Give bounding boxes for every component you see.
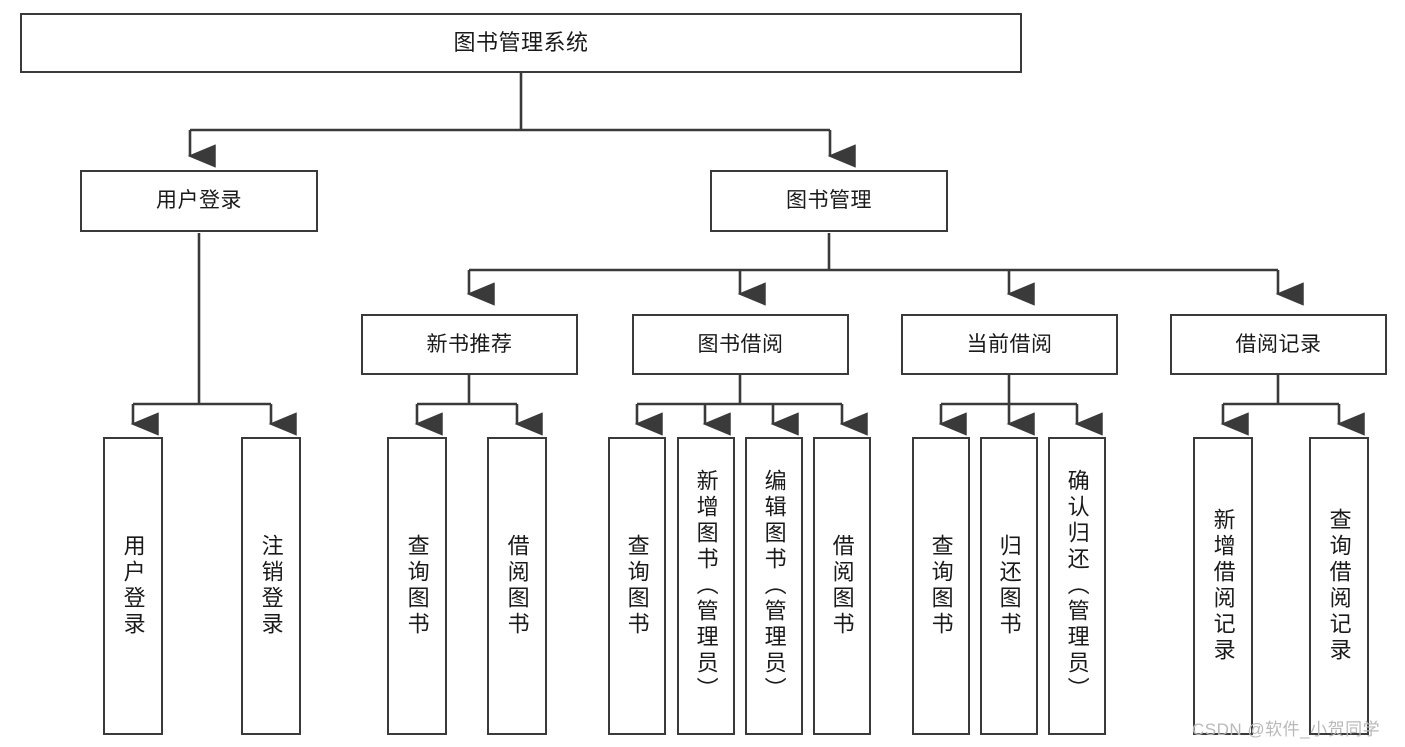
node-label: 图书借阅 — [697, 332, 784, 356]
node-label: 借阅图书 — [829, 534, 855, 638]
leaf-user-login-logout[interactable]: 注销登录 — [241, 437, 301, 735]
node-label: 新书推荐 — [426, 332, 513, 356]
leaf-current-query-book[interactable]: 查询图书 — [912, 437, 970, 735]
node-book-management[interactable]: 图书管理 — [710, 170, 948, 232]
node-label: 注销登录 — [258, 534, 284, 638]
leaf-current-confirm-return-admin[interactable]: 确认归还（管理员） — [1048, 437, 1106, 735]
node-label: 编辑图书（管理员） — [761, 469, 787, 703]
node-label: 借阅图书 — [504, 534, 530, 638]
node-user-login[interactable]: 用户登录 — [80, 170, 318, 232]
node-label: 用户登录 — [120, 534, 146, 638]
leaf-borrow-query-book[interactable]: 查询图书 — [608, 437, 666, 735]
node-label: 新增图书（管理员） — [693, 469, 719, 703]
node-label: 查询图书 — [624, 534, 650, 638]
leaf-record-query-record[interactable]: 查询借阅记录 — [1309, 437, 1369, 735]
node-label: 当前借阅 — [966, 332, 1053, 356]
node-label: 新增借阅记录 — [1210, 508, 1236, 664]
node-new-book-recommend[interactable]: 新书推荐 — [361, 314, 578, 375]
node-label: 用户登录 — [156, 189, 242, 213]
csdn-watermark: CSDN @软件_小贺同学 — [1192, 720, 1381, 739]
node-label: 借阅记录 — [1235, 332, 1322, 356]
node-current-borrow[interactable]: 当前借阅 — [901, 314, 1118, 375]
node-book-borrow[interactable]: 图书借阅 — [632, 314, 849, 375]
node-label: 图书管理 — [786, 189, 872, 213]
leaf-current-return-book[interactable]: 归还图书 — [980, 437, 1038, 735]
node-label: 图书管理系统 — [453, 29, 589, 55]
node-label: 查询借阅记录 — [1326, 508, 1352, 664]
node-label: 归还图书 — [996, 534, 1022, 638]
leaf-new-book-query[interactable]: 查询图书 — [387, 437, 447, 735]
node-label: 查询图书 — [404, 534, 430, 638]
leaf-new-book-borrow[interactable]: 借阅图书 — [487, 437, 547, 735]
leaf-borrow-add-book-admin[interactable]: 新增图书（管理员） — [677, 437, 735, 735]
node-label: 确认归还（管理员） — [1064, 469, 1090, 703]
leaf-user-login-login[interactable]: 用户登录 — [103, 437, 163, 735]
leaf-borrow-edit-book-admin[interactable]: 编辑图书（管理员） — [745, 437, 803, 735]
node-label: 查询图书 — [928, 534, 954, 638]
node-borrow-record[interactable]: 借阅记录 — [1170, 314, 1387, 375]
leaf-borrow-borrow-book[interactable]: 借阅图书 — [813, 437, 871, 735]
leaf-record-add-record[interactable]: 新增借阅记录 — [1193, 437, 1253, 735]
node-root-system[interactable]: 图书管理系统 — [20, 13, 1022, 73]
